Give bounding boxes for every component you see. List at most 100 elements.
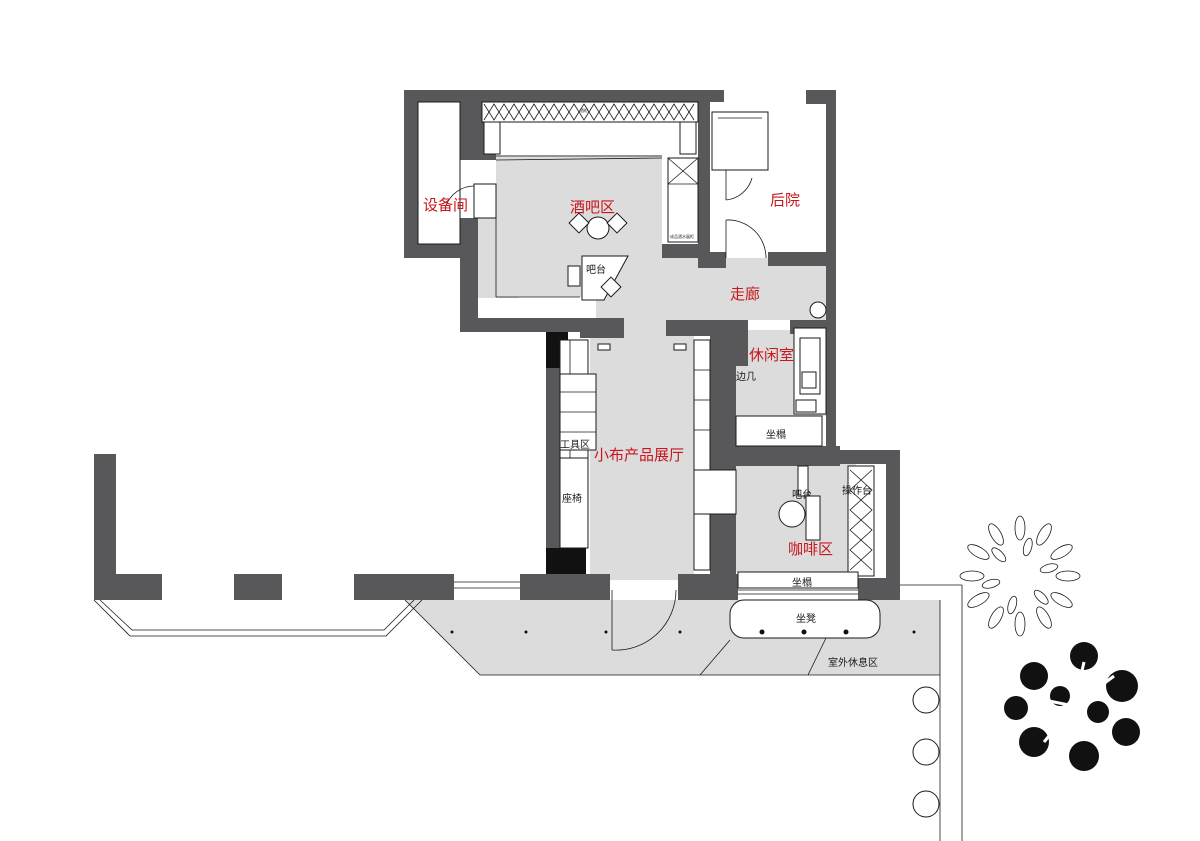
sofa-pillow bbox=[801, 371, 817, 389]
tree-symbol-dark bbox=[1004, 642, 1140, 771]
tree-canopy bbox=[1112, 718, 1140, 746]
top-cabinet-front bbox=[483, 121, 501, 155]
tree-symbol-ring bbox=[959, 515, 1081, 637]
lounge-couch-label: 坐榻 bbox=[766, 428, 786, 441]
room-label-coffee: 咖啡区 bbox=[788, 541, 833, 558]
coffee-table bbox=[778, 500, 806, 528]
showroom-seat bbox=[559, 457, 589, 549]
paving-line bbox=[807, 637, 827, 676]
floor-corridor bbox=[596, 258, 826, 320]
tree-canopy bbox=[1070, 642, 1098, 670]
window-line bbox=[93, 599, 423, 637]
tree-canopy bbox=[1004, 696, 1028, 720]
tree-canopy bbox=[1106, 670, 1138, 702]
tree-leaf bbox=[1007, 595, 1018, 615]
coffee-furniture: 吧台 操作台 坐榻 bbox=[737, 465, 875, 589]
bar-chair bbox=[606, 212, 628, 234]
backyard-furniture bbox=[711, 111, 769, 259]
outdoor-edge bbox=[404, 599, 940, 676]
outdoor-light bbox=[604, 630, 608, 634]
side-cabinet bbox=[667, 157, 699, 243]
wall bbox=[460, 318, 596, 332]
outdoor-planter bbox=[912, 686, 940, 714]
floor-showroom bbox=[590, 318, 694, 580]
wall bbox=[678, 574, 738, 600]
wall bbox=[404, 90, 418, 258]
operation-table bbox=[847, 465, 875, 577]
corridor-door-swing bbox=[725, 219, 767, 259]
outdoor-light bbox=[524, 630, 528, 634]
room-label-equipment: 设备间 bbox=[423, 197, 468, 214]
showroom-right-shelf bbox=[693, 339, 711, 571]
wall bbox=[710, 90, 724, 102]
side-table-label: 边几 bbox=[736, 371, 756, 383]
coffee-couch bbox=[737, 571, 859, 589]
wall bbox=[886, 450, 900, 600]
room-labels: 设备间 酒吧区 后院 走廊 休闲室 小布产品展厅 咖啡区 室外休息区 bbox=[423, 191, 878, 669]
entry-door-swing bbox=[611, 589, 677, 651]
equipment-room bbox=[417, 101, 497, 245]
outdoor-light bbox=[450, 630, 454, 634]
wall bbox=[580, 318, 624, 338]
tree-leaf bbox=[1050, 544, 1073, 560]
wall bbox=[520, 574, 610, 600]
room-label-lounge: 休闲室 bbox=[749, 347, 794, 364]
wall bbox=[354, 574, 454, 600]
wall bbox=[710, 446, 840, 466]
coffee-bar-stool bbox=[797, 465, 809, 497]
bar-area-furniture: 酒柜 成品酒水展柜 吧台 bbox=[481, 101, 699, 301]
paving-line bbox=[699, 639, 731, 676]
floor-bar-extension bbox=[478, 210, 518, 298]
room-label-backyard: 后院 bbox=[770, 191, 800, 209]
outdoor-furniture: 坐凳 bbox=[450, 599, 940, 818]
tree-leaf bbox=[1036, 606, 1052, 629]
tree-leaf bbox=[1014, 611, 1026, 637]
tree-leaf bbox=[981, 578, 1001, 589]
wall bbox=[820, 446, 838, 466]
room-label-bar-area: 酒吧区 bbox=[570, 199, 615, 216]
operation-table-pattern bbox=[849, 469, 873, 571]
tree-leaf bbox=[1014, 515, 1026, 541]
wall bbox=[736, 320, 748, 366]
wall bbox=[404, 244, 462, 258]
wall bbox=[94, 574, 162, 600]
tree-leaf bbox=[967, 544, 990, 560]
tree-leaf bbox=[991, 547, 1007, 563]
bar-table bbox=[586, 216, 610, 240]
wall bbox=[546, 332, 560, 576]
outdoor-light bbox=[678, 630, 682, 634]
wall bbox=[698, 252, 726, 268]
wall bbox=[234, 574, 282, 600]
wall-column bbox=[546, 548, 586, 576]
wall bbox=[662, 244, 698, 258]
tree-leaf bbox=[959, 570, 985, 582]
lounge-furniture: 坐榻 边几 bbox=[735, 301, 827, 447]
showroom-display bbox=[693, 469, 737, 515]
room-label-outdoor: 室外休息区 bbox=[828, 656, 878, 669]
coffee-counter bbox=[805, 495, 821, 541]
wall bbox=[94, 454, 116, 600]
outdoor-light bbox=[843, 629, 849, 635]
wall bbox=[768, 252, 828, 266]
lounge-couch bbox=[735, 415, 823, 447]
window-lines bbox=[93, 581, 963, 841]
wall bbox=[698, 90, 710, 260]
tree-leaf bbox=[1033, 589, 1049, 605]
window-line bbox=[99, 599, 415, 631]
top-cabinet-front bbox=[679, 121, 697, 155]
equipment-door-swing bbox=[445, 185, 475, 207]
showroom-furniture: 工具区 座椅 bbox=[559, 339, 737, 651]
tree-leaf bbox=[1055, 570, 1081, 582]
tree-branches bbox=[1023, 661, 1115, 747]
walls bbox=[94, 90, 900, 600]
tree-canopy bbox=[1020, 662, 1048, 690]
bar-back-line bbox=[495, 157, 663, 161]
seat-label: 座椅 bbox=[562, 492, 582, 505]
outdoor-stool bbox=[729, 599, 881, 639]
tree-canopy bbox=[1019, 727, 1049, 757]
wall bbox=[858, 578, 900, 600]
coffee-couch-label: 坐榻 bbox=[792, 576, 812, 589]
bar-counter-label: 吧台 bbox=[586, 263, 606, 276]
side-cabinet-label: 成品酒水展柜 bbox=[670, 233, 694, 239]
wall bbox=[840, 450, 900, 464]
